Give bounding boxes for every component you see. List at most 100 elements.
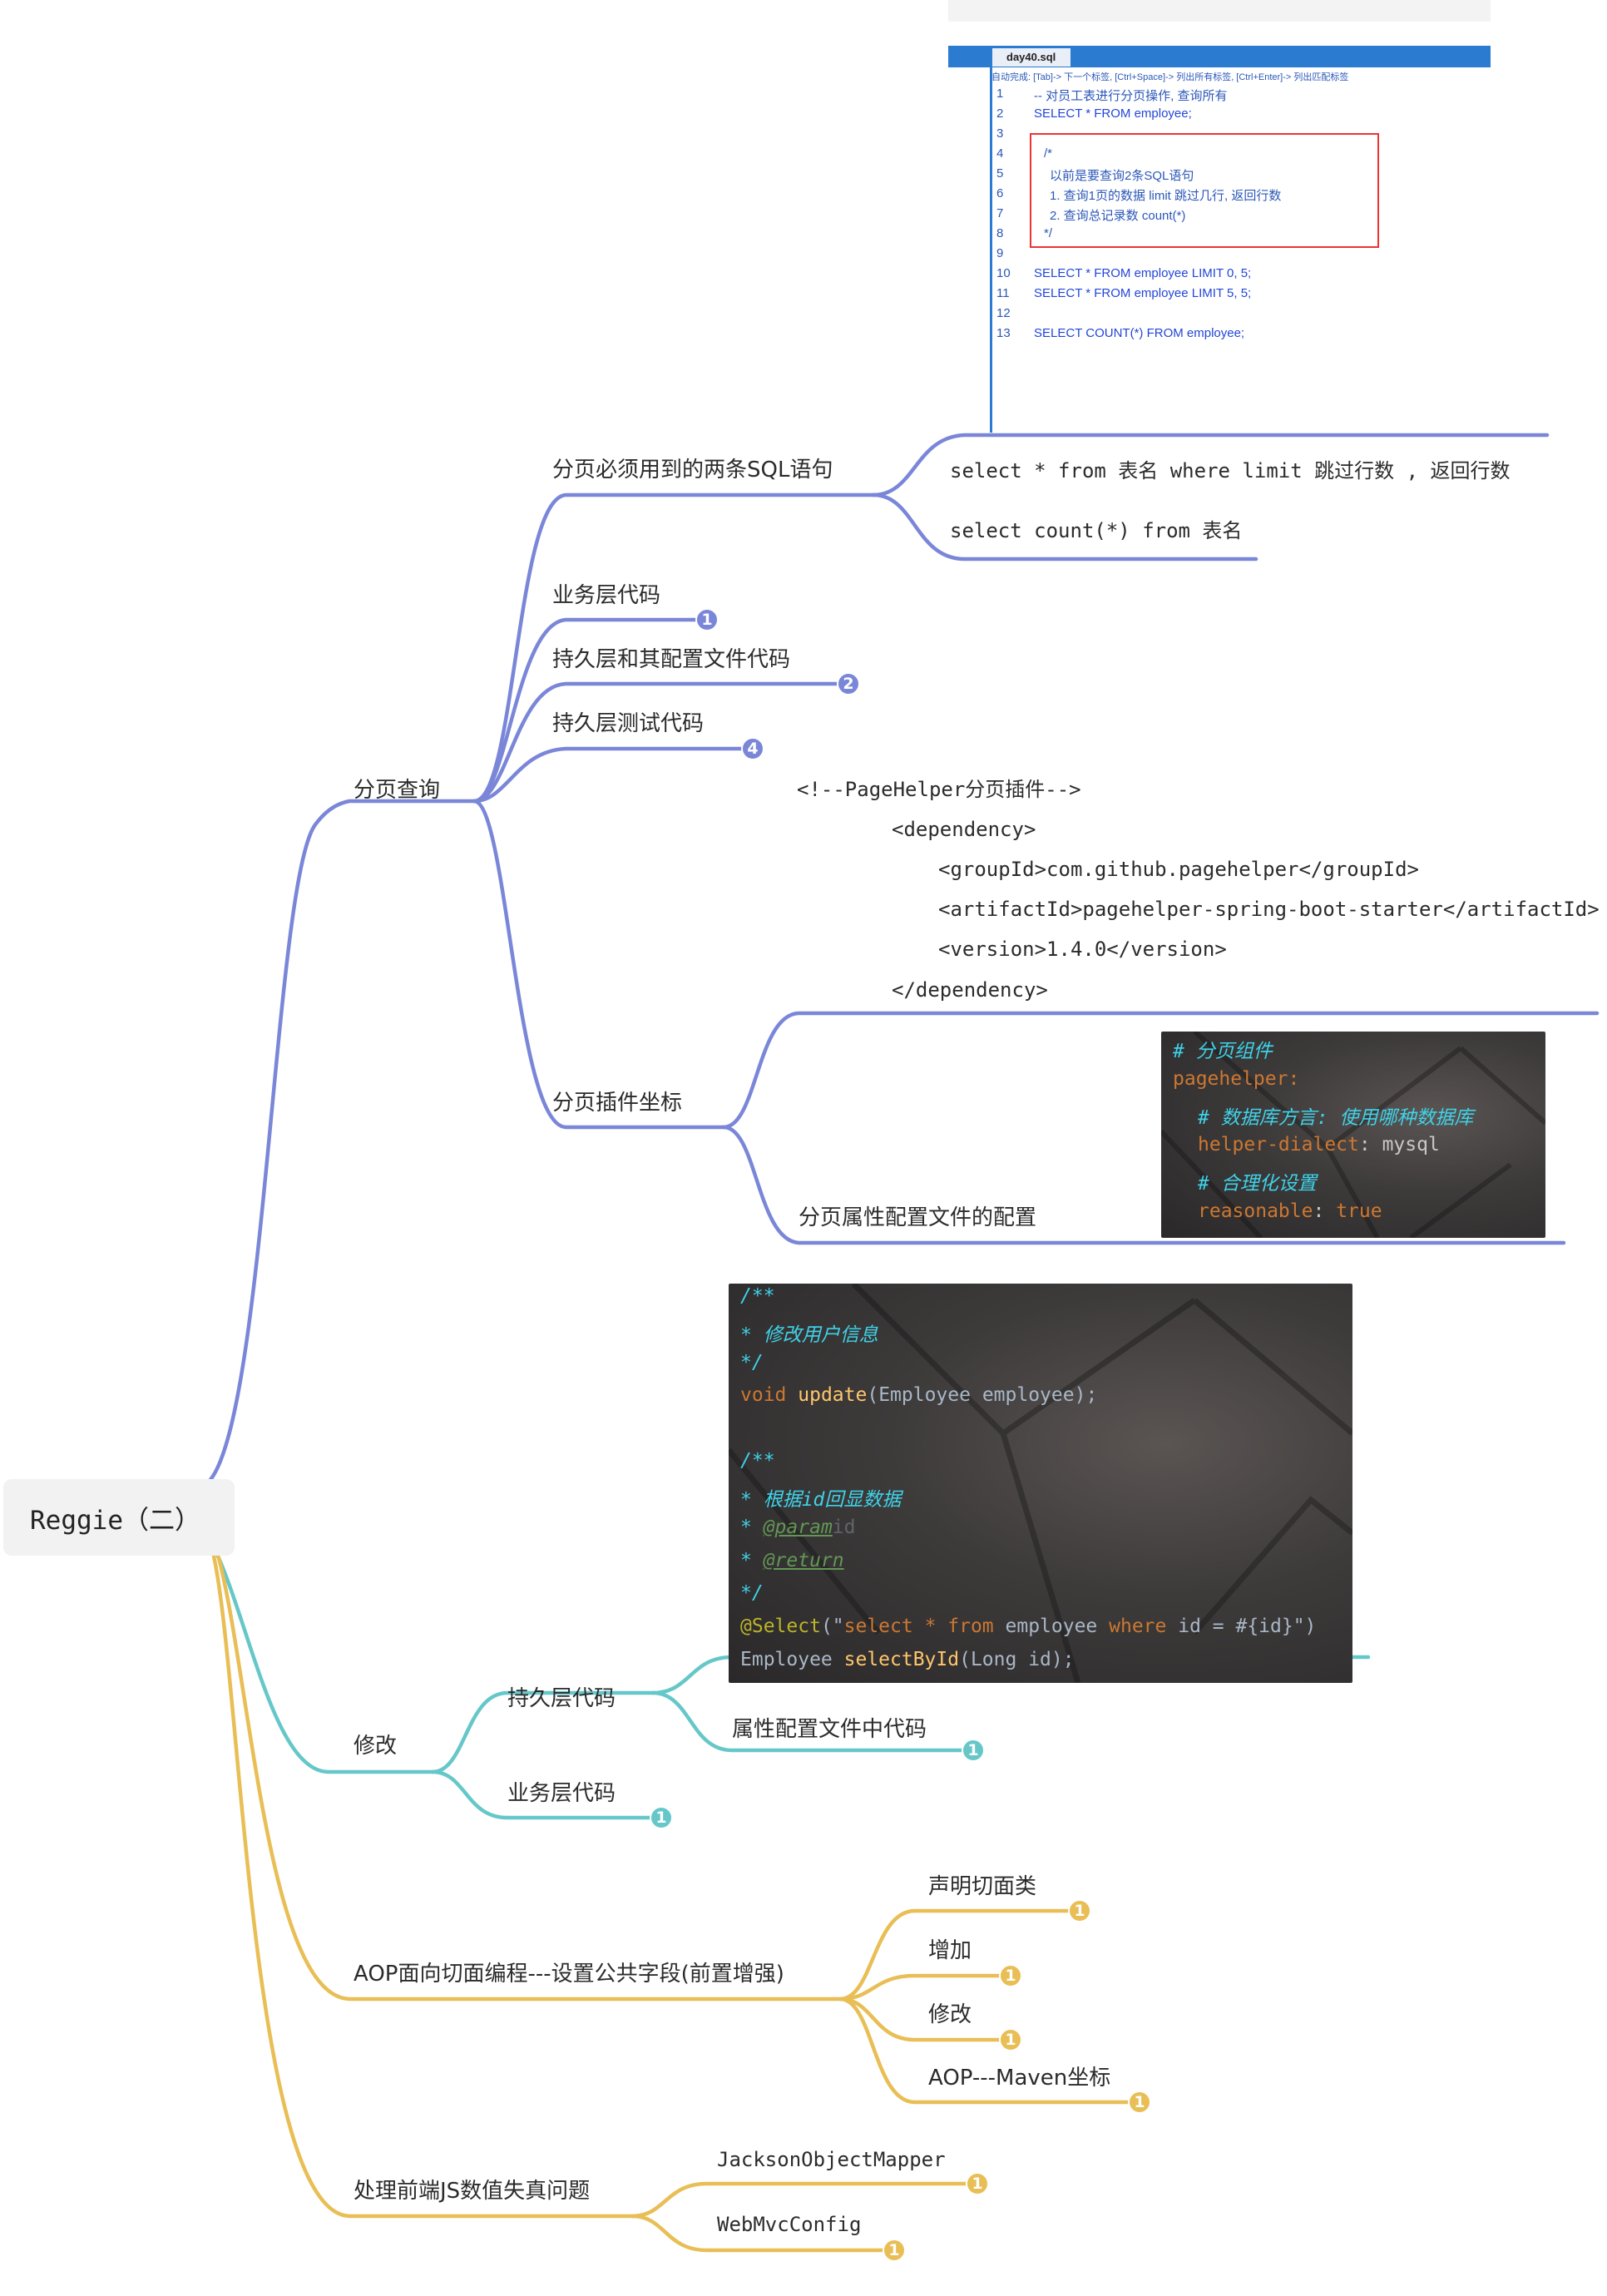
- count-badge[interactable]: 1: [999, 2028, 1022, 2051]
- sql-line-number: 11: [996, 286, 1010, 300]
- node-property-config[interactable]: 分页属性配置文件的配置: [799, 1205, 1037, 1230]
- java-doc-param-name: id: [832, 1517, 856, 1538]
- count-badge[interactable]: 1: [1128, 2091, 1151, 2114]
- node-mapper-config-code[interactable]: 持久层和其配置文件代码: [552, 647, 791, 672]
- pom-version: <version>1.4.0</version>: [938, 938, 1227, 961]
- sql-line-number: 5: [996, 166, 1004, 181]
- java-comment-star: *: [740, 1517, 764, 1538]
- mesh-background: [1161, 1032, 1545, 1238]
- java-annotation: @Select: [740, 1616, 821, 1637]
- yaml-value: mysql: [1382, 1134, 1440, 1155]
- yaml-line-4: helper-dialect: mysql: [1198, 1134, 1440, 1155]
- java-params: (Long id);: [959, 1649, 1075, 1670]
- pom-dependency-open: <dependency>: [892, 818, 1036, 841]
- java-line-2: * 修改用户信息: [740, 1324, 878, 1346]
- java-line-1: /**: [740, 1285, 775, 1307]
- node-plugin-coordinate[interactable]: 分页插件坐标: [552, 1091, 683, 1116]
- count-badge[interactable]: 1: [883, 2239, 906, 2262]
- java-params: (Employee employee);: [867, 1384, 1098, 1406]
- node-modify[interactable]: 修改: [354, 1734, 398, 1759]
- count-badge[interactable]: 1: [1068, 1899, 1091, 1922]
- yaml-colon: :: [1358, 1134, 1382, 1155]
- sql-code-line[interactable]: 以前是要查询2条SQL语句: [1050, 169, 1194, 183]
- java-doc-tag: @param: [763, 1517, 833, 1538]
- node-modify-prop-code[interactable]: 属性配置文件中代码: [732, 1717, 927, 1742]
- yaml-line-6: reasonable: true: [1198, 1200, 1382, 1222]
- node-pagination[interactable]: 分页查询: [354, 778, 441, 803]
- yaml-key: helper-dialect: [1198, 1134, 1359, 1155]
- root-node-label: Reggie（二）: [30, 1505, 200, 1536]
- node-js-precision[interactable]: 处理前端JS数值失真问题: [354, 2179, 591, 2204]
- java-line-8: * @paramid: [740, 1517, 856, 1538]
- branch-aop-line: [214, 1546, 843, 2002]
- mesh-background: [729, 1284, 1352, 1683]
- pom-group-id: <groupId>com.github.pagehelper</groupId>: [938, 858, 1419, 881]
- sql-line-number: 7: [996, 206, 1004, 220]
- count-badge[interactable]: 1: [650, 1806, 673, 1829]
- sql-line-number: 6: [996, 186, 1004, 200]
- sql-line-number: 13: [996, 326, 1011, 340]
- branch-pagination-line: [207, 799, 477, 1483]
- count-badge[interactable]: 2: [837, 672, 860, 695]
- count-badge[interactable]: 1: [695, 608, 719, 631]
- sql-line-number: 1: [996, 87, 1004, 101]
- count-badge[interactable]: 4: [741, 737, 764, 760]
- java-line-10: */: [740, 1582, 764, 1604]
- java-mapper-screenshot: /** * 修改用户信息 */ void update(Employee emp…: [729, 1284, 1352, 1683]
- sql-editor-toolbar: [948, 0, 1491, 22]
- node-sql-limit[interactable]: select * from 表名 where limit 跳过行数 , 返回行数: [950, 459, 1511, 482]
- java-keyword: void: [740, 1384, 799, 1406]
- java-line-4: void update(Employee employee);: [740, 1384, 1097, 1406]
- sql-line-number: 9: [996, 246, 1004, 260]
- count-badge[interactable]: 1: [962, 1739, 985, 1762]
- node-sql-count[interactable]: select count(*) from 表名: [950, 519, 1243, 542]
- node-aop[interactable]: AOP面向切面编程---设置公共字段(前置增强): [354, 1962, 784, 1987]
- sql-code-line[interactable]: -- 对员工表进行分页操作, 查询所有: [1034, 89, 1228, 103]
- node-modify-service-code[interactable]: 业务层代码: [507, 1781, 616, 1806]
- node-aop-modify[interactable]: 修改: [928, 2002, 972, 2027]
- pom-comment: <!--PageHelper分页插件-->: [797, 778, 1081, 801]
- node-aop-add[interactable]: 增加: [928, 1938, 972, 1963]
- sql-code-line[interactable]: SELECT COUNT(*) FROM employee;: [1034, 326, 1245, 340]
- sql-code-line[interactable]: SELECT * FROM employee;: [1034, 106, 1192, 121]
- sql-code-line[interactable]: SELECT * FROM employee LIMIT 0, 5;: [1034, 266, 1252, 280]
- node-web-mvc-config[interactable]: WebMvcConfig: [717, 2213, 862, 2236]
- java-comment-star: *: [740, 1550, 764, 1571]
- yaml-line-2: pagehelper:: [1173, 1068, 1300, 1090]
- sql-editor-tab[interactable]: day40.sql: [991, 48, 1071, 67]
- count-badge[interactable]: 1: [966, 2172, 989, 2195]
- sql-code-line[interactable]: */: [1044, 226, 1053, 240]
- pom-dependency-close: </dependency>: [892, 978, 1048, 1002]
- sql-editor-highlight-box: [1030, 133, 1379, 248]
- java-line-12: Employee selectById(Long id);: [740, 1649, 1075, 1670]
- node-modify-mapper-code[interactable]: 持久层代码: [507, 1686, 616, 1711]
- node-sql-two-statements[interactable]: 分页必须用到的两条SQL语句: [552, 458, 833, 482]
- count-badge[interactable]: 1: [999, 1964, 1022, 1987]
- sql-line-number: 8: [996, 226, 1004, 240]
- node-aop-maven-coordinate[interactable]: AOP---Maven坐标: [928, 2066, 1111, 2091]
- node-service-code[interactable]: 业务层代码: [552, 583, 661, 608]
- java-return-type: Employee: [740, 1649, 844, 1670]
- sql-code-line[interactable]: 2. 查询总记录数 count(*): [1050, 209, 1186, 223]
- node-mapper-test-code[interactable]: 持久层测试代码: [552, 711, 705, 736]
- yaml-colon: :: [1313, 1200, 1337, 1222]
- node-aop-aspect-class[interactable]: 声明切面类: [928, 1874, 1037, 1899]
- sql-code-line[interactable]: /*: [1044, 146, 1053, 161]
- java-sql-condition: id = #{id}"): [1166, 1616, 1317, 1637]
- java-line-3: */: [740, 1352, 764, 1373]
- sql-code-line[interactable]: 1. 查询1页的数据 limit 跳过几行, 返回行数: [1050, 189, 1282, 203]
- node-jackson-object-mapper[interactable]: JacksonObjectMapper: [717, 2148, 946, 2171]
- root-node[interactable]: Reggie（二）: [3, 1479, 235, 1556]
- sql-line-number: 4: [996, 146, 1004, 161]
- yaml-line-5: # 合理化设置: [1198, 1173, 1317, 1195]
- sql-editor-screenshot: day40.sql 自动完成: [Tab]-> 下一个标签, [Ctrl+Spa…: [948, 0, 1491, 433]
- pom-artifact-id: <artifactId>pagehelper-spring-boot-start…: [938, 898, 1600, 921]
- yaml-line-3: # 数据库方言: 使用哪种数据库: [1198, 1107, 1474, 1129]
- java-line-6: /**: [740, 1450, 775, 1472]
- yaml-line-1: # 分页组件: [1173, 1041, 1273, 1062]
- yaml-config-screenshot: # 分页组件 pagehelper: # 数据库方言: 使用哪种数据库 help…: [1161, 1032, 1545, 1238]
- java-annotation-open: (": [820, 1616, 844, 1637]
- sql-code-line[interactable]: SELECT * FROM employee LIMIT 5, 5;: [1034, 286, 1252, 300]
- sql-editor-gutter-line: [990, 46, 992, 433]
